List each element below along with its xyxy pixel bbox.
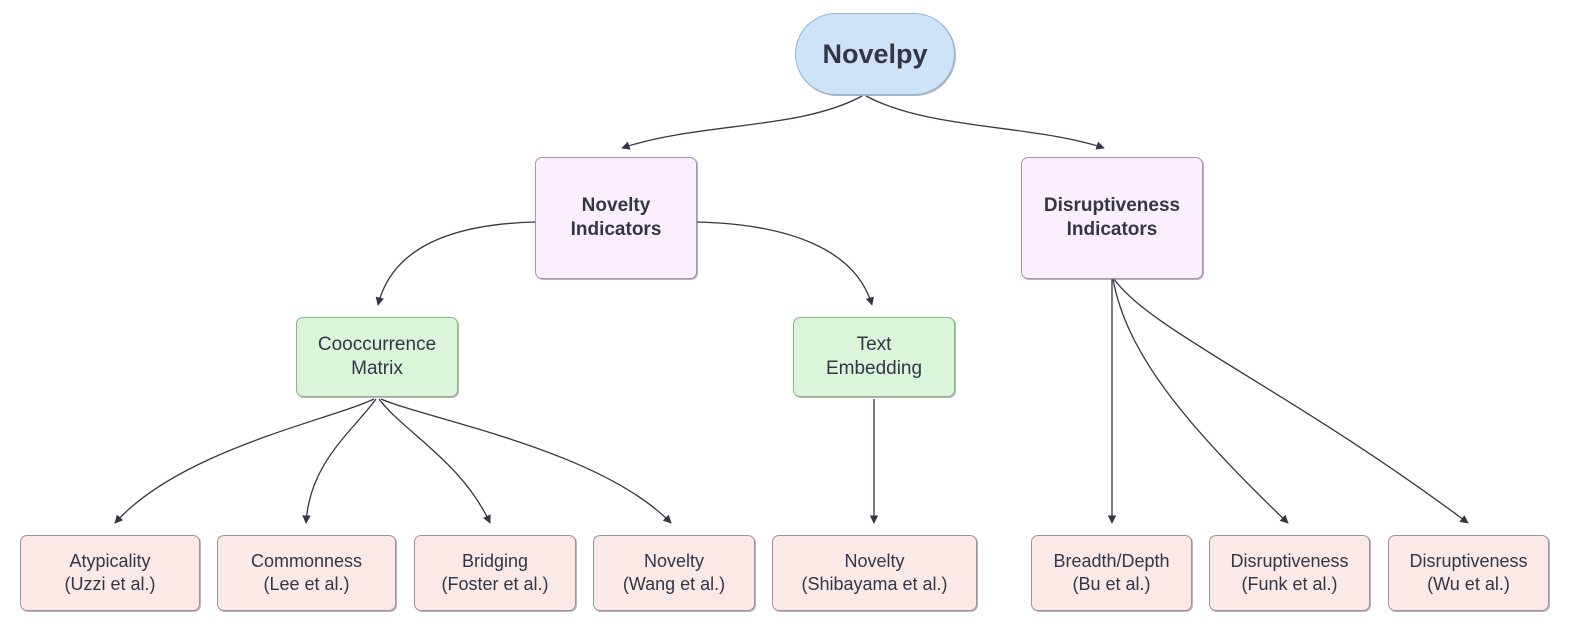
node-bridging[interactable]: Bridging (Foster et al.) [414,535,576,611]
node-novelty-wang[interactable]: Novelty (Wang et al.) [593,535,755,611]
node-disruptiveness-funk[interactable]: Disruptiveness (Funk et al.) [1209,535,1370,611]
node-breadth-depth[interactable]: Breadth/Depth (Bu et al.) [1031,535,1192,611]
node-novelty-indicators-label: Novelty Indicators [570,194,662,240]
node-atypicality-label: Atypicality (Uzzi et al.) [64,550,156,594]
edge-novelty-indicators-to-cooccurrence-matrix [375,221,537,306]
edge-cooccurrence-matrix-to-bridging [378,398,491,524]
node-novelty-wang-label: Novelty (Wang et al.) [622,550,726,594]
node-novelty-indicators[interactable]: Novelty Indicators [535,157,697,279]
edge-novelty-indicators-to-text-embedding [695,221,874,306]
node-novelty-shibayama-label: Novelty (Shibayama et al.) [801,550,948,594]
edge-disruptiveness-indicators-to-disruptiveness-wu [1113,278,1469,524]
node-disruptiveness-wu-label: Disruptiveness (Wu et al.) [1409,550,1528,594]
node-novelty-shibayama[interactable]: Novelty (Shibayama et al.) [772,535,977,611]
node-text-embedding-label: Text Embedding [825,333,923,379]
edge-cooccurrence-matrix-to-commonness [302,398,377,524]
edge-cooccurrence-matrix-to-novelty-wang [380,398,672,524]
node-bridging-label: Bridging (Foster et al.) [441,550,549,594]
edge-root-to-disruptiveness-indicators [865,95,1105,150]
node-commonness[interactable]: Commonness (Lee et al.) [217,535,396,611]
node-disruptiveness-indicators[interactable]: Disruptiveness Indicators [1021,157,1203,279]
edge-cooccurrence-matrix-to-atypicality [114,398,375,524]
node-disruptiveness-wu[interactable]: Disruptiveness (Wu et al.) [1388,535,1549,611]
node-cooccurrence-matrix[interactable]: Cooccurrence Matrix [296,317,458,397]
node-disruptiveness-funk-label: Disruptiveness (Funk et al.) [1230,550,1349,594]
node-atypicality[interactable]: Atypicality (Uzzi et al.) [20,535,200,611]
node-commonness-label: Commonness (Lee et al.) [250,550,363,594]
edge-root-to-novelty-indicators [621,95,863,150]
node-disruptiveness-indicators-label: Disruptiveness Indicators [1043,194,1181,240]
node-novelpy-label: Novelpy [822,38,928,69]
node-cooccurrence-matrix-label: Cooccurrence Matrix [317,333,437,379]
node-text-embedding[interactable]: Text Embedding [793,317,955,397]
edge-disruptiveness-indicators-to-disruptiveness-funk [1112,278,1289,524]
node-breadth-depth-label: Breadth/Depth (Bu et al.) [1053,550,1170,594]
node-novelpy[interactable]: Novelpy [795,13,955,95]
